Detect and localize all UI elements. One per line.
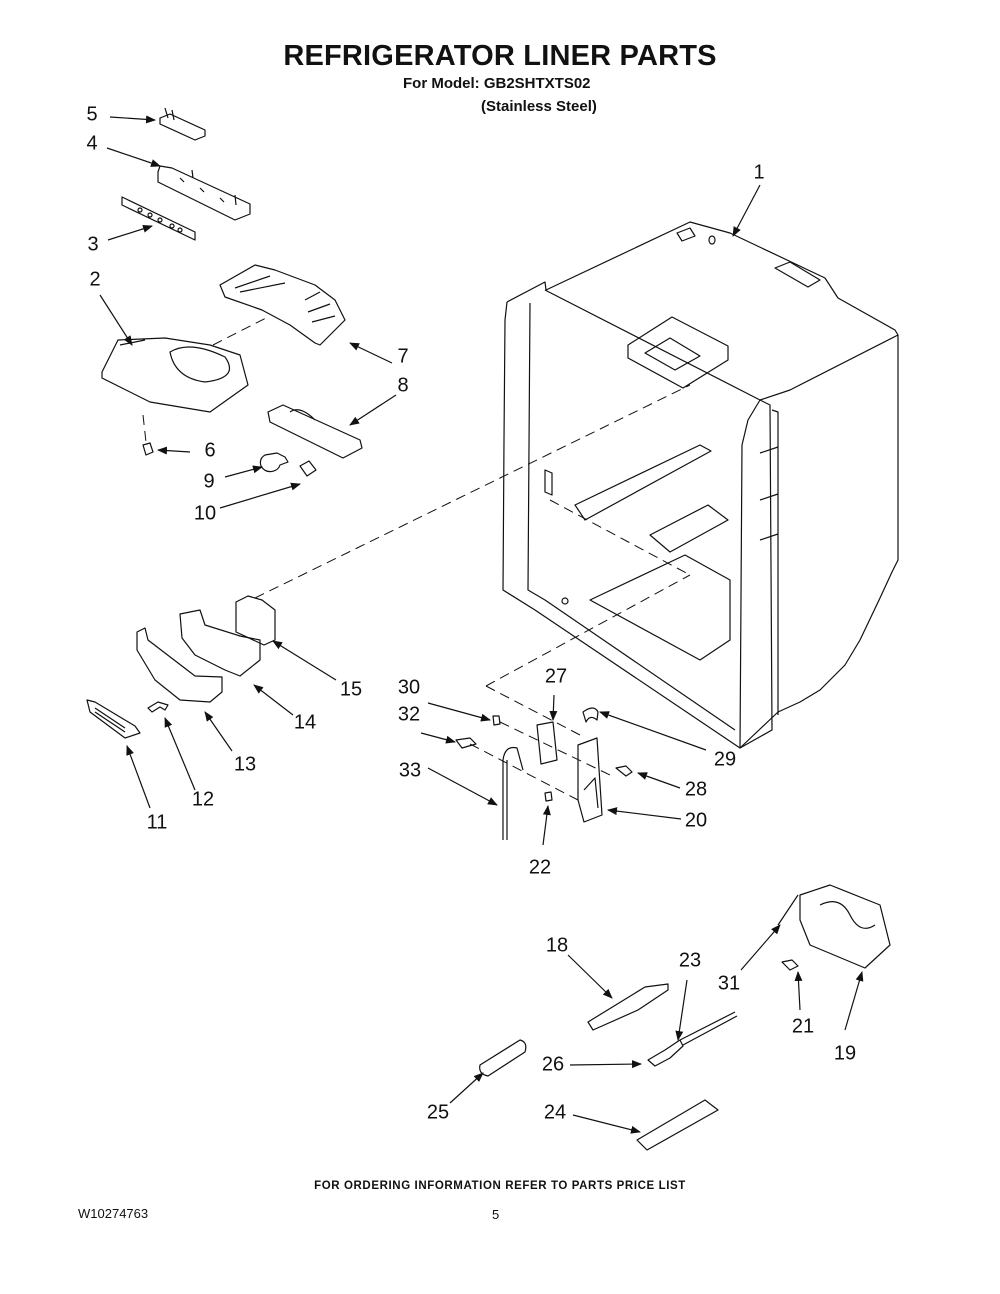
callout-12: 12 bbox=[191, 788, 215, 811]
callout-1: 1 bbox=[753, 161, 765, 184]
callout-31: 31 bbox=[717, 972, 741, 995]
part-12 bbox=[147, 701, 169, 713]
ordering-note: FOR ORDERING INFORMATION REFER TO PARTS … bbox=[314, 1180, 686, 1192]
part-33 bbox=[502, 746, 524, 840]
part-4 bbox=[157, 165, 251, 221]
callout-9: 9 bbox=[203, 470, 215, 493]
callout-28: 28 bbox=[684, 778, 708, 801]
callout-33: 33 bbox=[398, 759, 422, 782]
part-9 bbox=[259, 452, 289, 473]
callout-7: 7 bbox=[397, 345, 409, 368]
callout-23: 23 bbox=[678, 949, 702, 972]
callout-20: 20 bbox=[684, 809, 708, 832]
part-5 bbox=[159, 107, 206, 141]
part-28 bbox=[615, 765, 633, 777]
part-liner bbox=[502, 221, 899, 749]
part-25 bbox=[479, 1039, 527, 1077]
part-14 bbox=[179, 609, 261, 677]
part-22 bbox=[544, 791, 553, 802]
callout-25: 25 bbox=[426, 1101, 450, 1124]
part-24 bbox=[636, 1099, 719, 1151]
part-31 bbox=[777, 894, 799, 926]
callout-14: 14 bbox=[293, 711, 317, 734]
model-line: For Model: GB2SHTXTS02 bbox=[403, 75, 591, 92]
callout-10: 10 bbox=[193, 502, 217, 525]
part-8 bbox=[267, 404, 363, 459]
part-32 bbox=[455, 737, 477, 749]
callout-26: 26 bbox=[541, 1053, 565, 1076]
part-18 bbox=[587, 983, 669, 1031]
part-19 bbox=[799, 884, 891, 969]
callout-5: 5 bbox=[86, 103, 98, 126]
callout-4: 4 bbox=[86, 132, 98, 155]
part-7 bbox=[219, 264, 346, 346]
page-title: REFRIGERATOR LINER PARTS bbox=[283, 40, 717, 72]
document-number: W10274763 bbox=[78, 1206, 149, 1221]
callout-27: 27 bbox=[544, 665, 568, 688]
callout-32: 32 bbox=[397, 703, 421, 726]
callout-15: 15 bbox=[339, 678, 363, 701]
page-number: 5 bbox=[492, 1207, 500, 1222]
part-6 bbox=[142, 442, 154, 456]
callout-21: 21 bbox=[791, 1015, 815, 1038]
callout-19: 19 bbox=[833, 1042, 857, 1065]
callout-29: 29 bbox=[713, 748, 737, 771]
part-29 bbox=[582, 707, 599, 723]
callout-30: 30 bbox=[397, 676, 421, 699]
part-27 bbox=[536, 721, 558, 765]
callout-22: 22 bbox=[528, 856, 552, 879]
part-21 bbox=[781, 959, 799, 971]
part-20 bbox=[577, 737, 603, 823]
callout-24: 24 bbox=[543, 1101, 567, 1124]
part-26 bbox=[647, 1039, 684, 1067]
part-13 bbox=[136, 627, 223, 703]
part-10 bbox=[299, 460, 317, 477]
finish-line: (Stainless Steel) bbox=[481, 98, 597, 115]
callout-8: 8 bbox=[397, 374, 409, 397]
part-23 bbox=[679, 1011, 738, 1046]
callout-2: 2 bbox=[89, 268, 101, 291]
part-11 bbox=[86, 699, 141, 739]
callout-13: 13 bbox=[233, 753, 257, 776]
part-30 bbox=[492, 715, 501, 726]
part-15 bbox=[235, 595, 276, 646]
callout-6: 6 bbox=[204, 439, 216, 462]
callout-11: 11 bbox=[146, 811, 168, 834]
callout-3: 3 bbox=[87, 233, 99, 256]
part-2 bbox=[101, 337, 249, 413]
part-3 bbox=[121, 196, 196, 241]
callout-18: 18 bbox=[545, 934, 569, 957]
